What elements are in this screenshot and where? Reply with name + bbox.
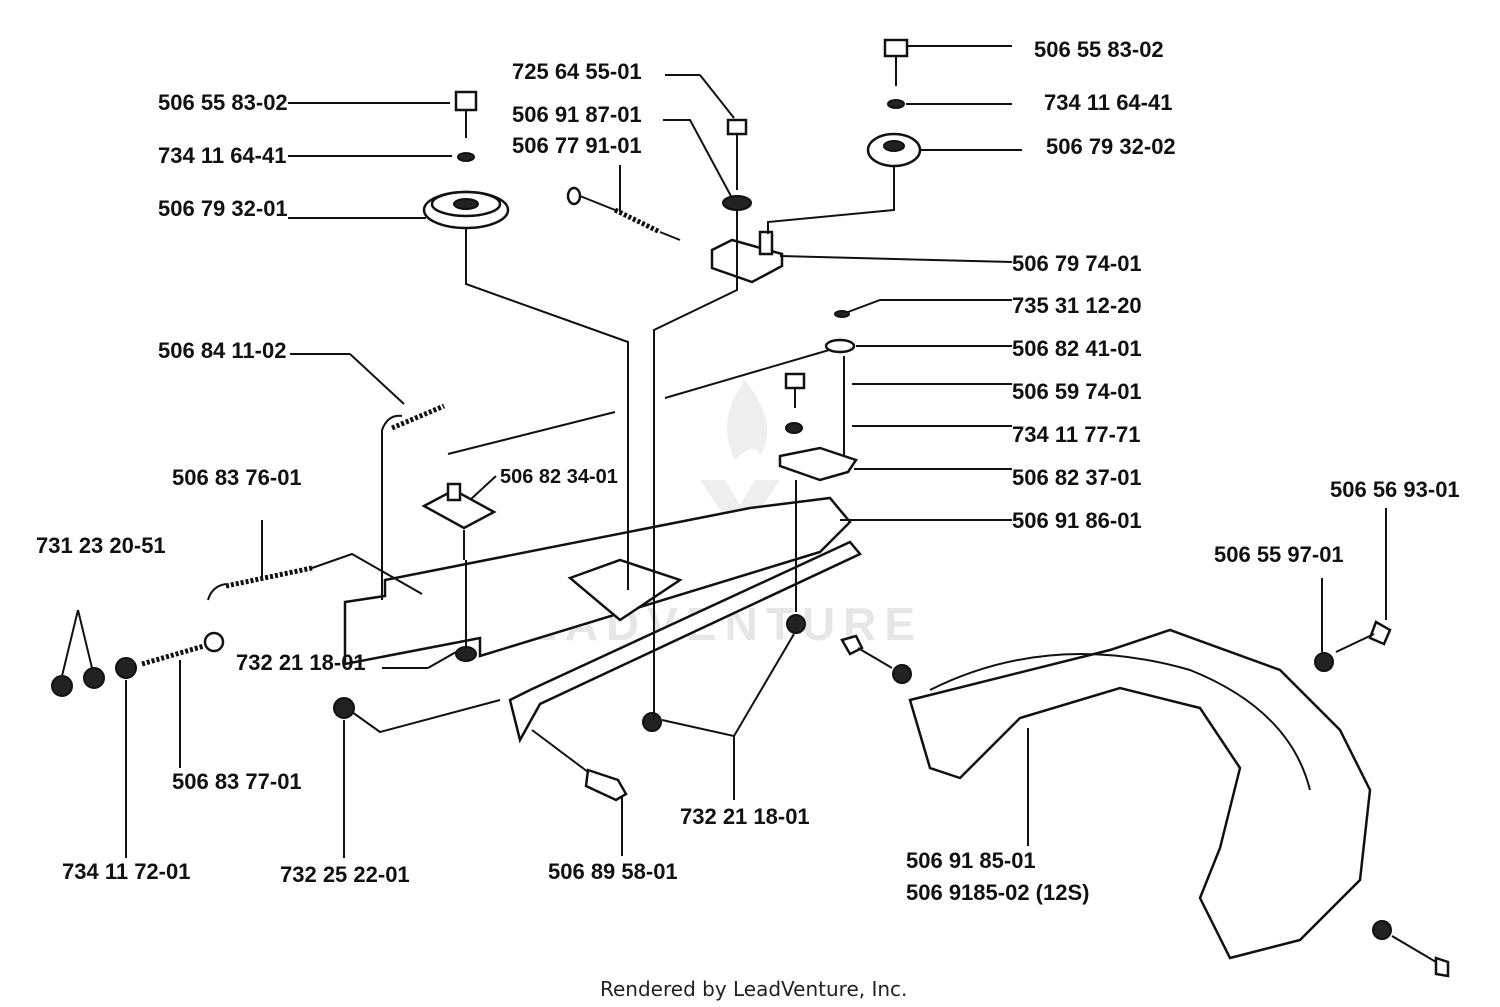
- label-506-84-11-02: 506 84 11-02: [158, 338, 286, 363]
- label-506-55-97-01: 506 55 97-01: [1214, 542, 1344, 567]
- label-734-11-64-41-left: 734 11 64-41: [158, 143, 286, 168]
- label-506-56-93-01: 506 56 93-01: [1330, 477, 1460, 502]
- label-506-55-83-02-left: 506 55 83-02: [158, 90, 288, 115]
- label-506-83-76-01: 506 83 76-01: [172, 465, 302, 490]
- label-506-91-85-01: 506 91 85-01: [906, 848, 1036, 873]
- label-732-21-18-01-bottom: 732 21 18-01: [680, 804, 810, 829]
- label-734-11-64-41-right: 734 11 64-41: [1044, 90, 1172, 115]
- label-506-79-74-01: 506 79 74-01: [1012, 251, 1142, 276]
- label-506-91-87-01: 506 91 87-01: [512, 102, 642, 127]
- label-506-82-41-01: 506 82 41-01: [1012, 336, 1142, 361]
- leader-lines: [61, 45, 1387, 858]
- mechanical-parts: [51, 38, 1450, 978]
- label-506-59-74-01: 506 59 74-01: [1012, 379, 1142, 404]
- label-732-25-22-01: 732 25 22-01: [280, 862, 410, 887]
- label-506-82-34-01: 506 82 34-01: [500, 466, 618, 488]
- label-725-64-55-01: 725 64 55-01: [512, 59, 642, 84]
- label-506-83-77-01: 506 83 77-01: [172, 769, 302, 794]
- label-735-31-12-20: 735 31 12-20: [1012, 293, 1142, 318]
- label-734-11-77-71: 734 11 77-71: [1012, 422, 1140, 447]
- footer-credit: Rendered by LeadVenture, Inc.: [600, 977, 907, 1001]
- label-506-77-91-01: 506 77 91-01: [512, 133, 642, 158]
- label-506-89-58-01: 506 89 58-01: [548, 859, 678, 884]
- label-731-23-20-51: 731 23 20-51: [36, 533, 166, 558]
- label-506-79-32-02: 506 79 32-02: [1046, 134, 1176, 159]
- part-labels: 506 55 83-02 734 11 64-41 506 79 32-01 7…: [36, 37, 1460, 905]
- label-732-21-18-01-left: 732 21 18-01: [236, 650, 366, 675]
- label-506-9185-02-12s: 506 9185-02 (12S): [906, 880, 1089, 905]
- label-506-79-32-01: 506 79 32-01: [158, 196, 288, 221]
- label-734-11-72-01: 734 11 72-01: [62, 859, 190, 884]
- label-506-82-37-01: 506 82 37-01: [1012, 465, 1142, 490]
- label-506-55-83-02-right: 506 55 83-02: [1034, 37, 1164, 62]
- label-506-91-86-01: 506 91 86-01: [1012, 508, 1142, 533]
